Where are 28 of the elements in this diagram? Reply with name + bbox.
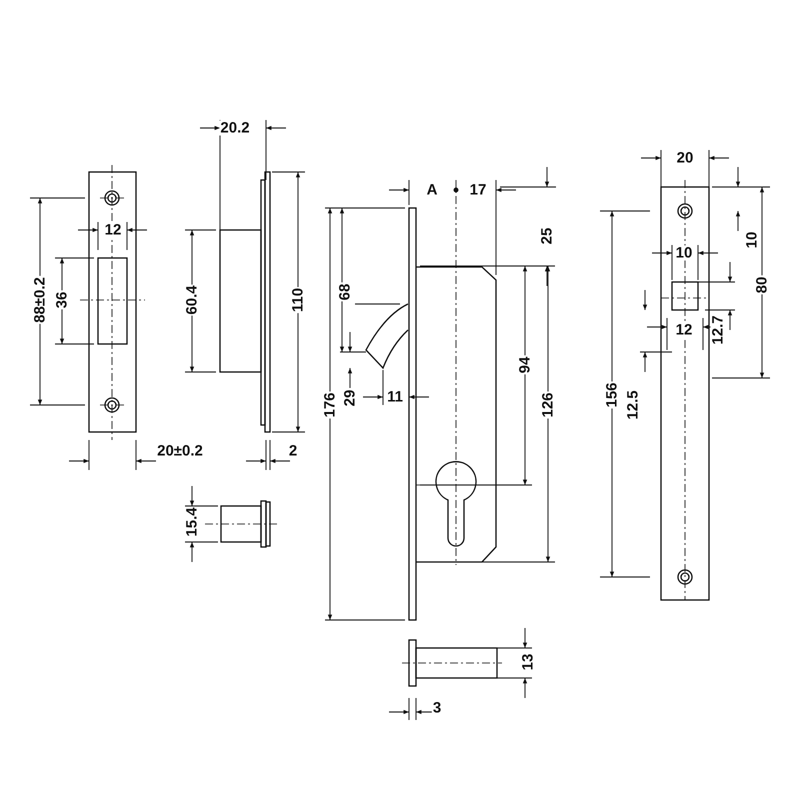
dimension-label: 88±0.2	[32, 276, 48, 324]
dimension-label: 2	[288, 444, 298, 458]
dimension-label: 126	[540, 391, 556, 419]
dimension-label: 12	[674, 322, 694, 338]
dimension-label: 20	[676, 150, 694, 166]
dimension-label: 15.4	[184, 506, 200, 538]
dimension-label: 20±0.2	[156, 444, 204, 458]
dimension-label: 68	[338, 282, 352, 302]
dimension-label: 110	[290, 286, 306, 314]
dimension-label: 60.4	[184, 284, 200, 316]
dimension-label: 156	[604, 381, 620, 409]
dimension-label: 36	[54, 290, 70, 310]
dimension-label: 13	[520, 652, 536, 672]
dimension-label: 12.7	[710, 314, 726, 346]
dimension-label: 11	[386, 390, 404, 404]
dimension-label: 94	[518, 356, 532, 374]
dimension-label: 12.5	[626, 389, 640, 421]
dimension-label: 20.2	[219, 120, 251, 136]
dimension-label: 176	[322, 391, 338, 419]
dimension-label: 10	[674, 246, 694, 260]
dimension-label: 80	[754, 276, 770, 294]
dimension-label: 29	[342, 388, 358, 408]
dimension-label: A	[426, 182, 438, 198]
dimension-label: 10	[744, 230, 760, 250]
dimension-label: 3	[432, 700, 442, 716]
dimension-label: 12	[104, 222, 122, 238]
dimension-label: 17	[468, 182, 488, 198]
dimension-label: 25	[540, 226, 554, 246]
